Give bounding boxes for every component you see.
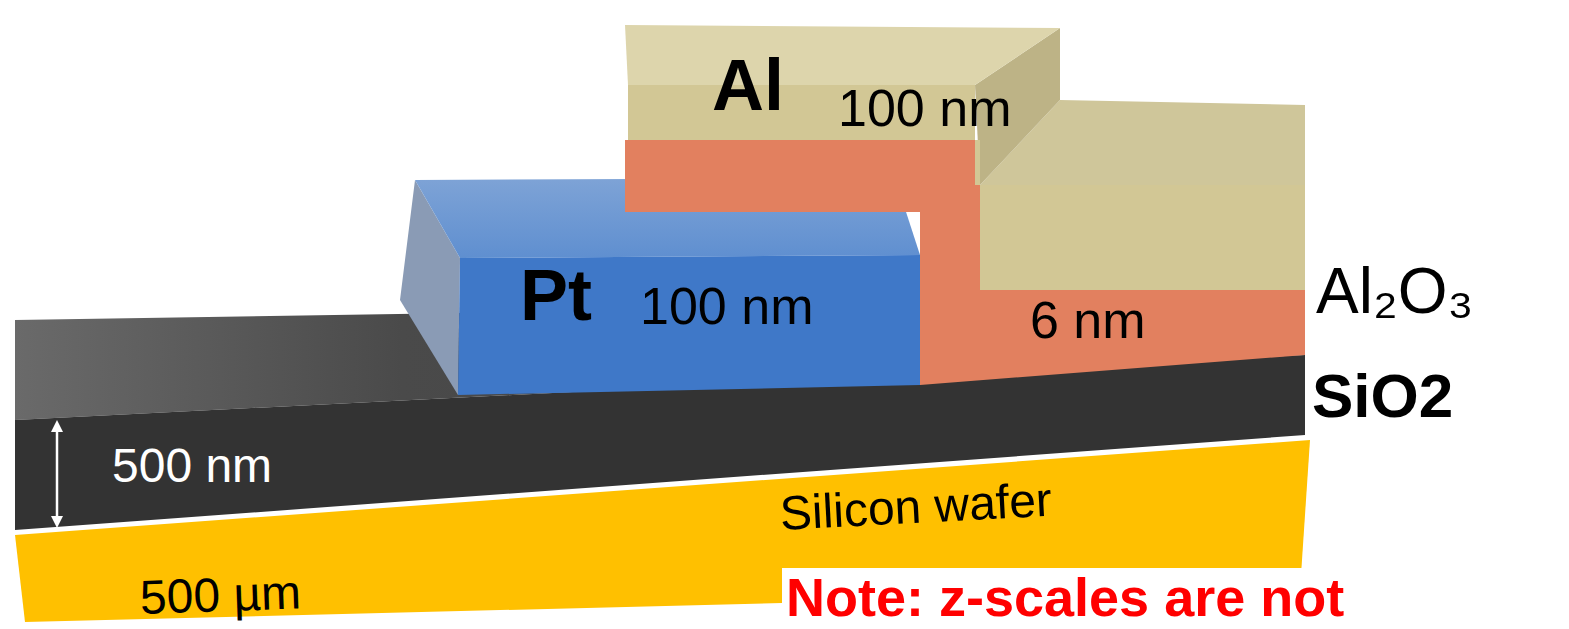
layer-name: Pt [520, 256, 592, 335]
layer-name: Al [712, 46, 784, 125]
arrow-head [51, 516, 63, 528]
pt-front-face [458, 255, 920, 395]
dimension-arrow [56, 428, 59, 520]
layer-name: SiO2 [1312, 362, 1453, 430]
al-top-face [625, 25, 1060, 85]
thickness-label: 500 nm [112, 440, 272, 493]
layer-name: Al₂O₃ [1316, 256, 1474, 326]
thickness-label: 500 µm [139, 566, 302, 624]
thickness-label: 100 nm [640, 278, 813, 335]
thickness-label: 100 nm [838, 80, 1011, 137]
arrow-head [51, 420, 63, 432]
thickness-label: 6 nm [1030, 292, 1146, 349]
note-text: Note: z-scales are not [782, 568, 1348, 627]
